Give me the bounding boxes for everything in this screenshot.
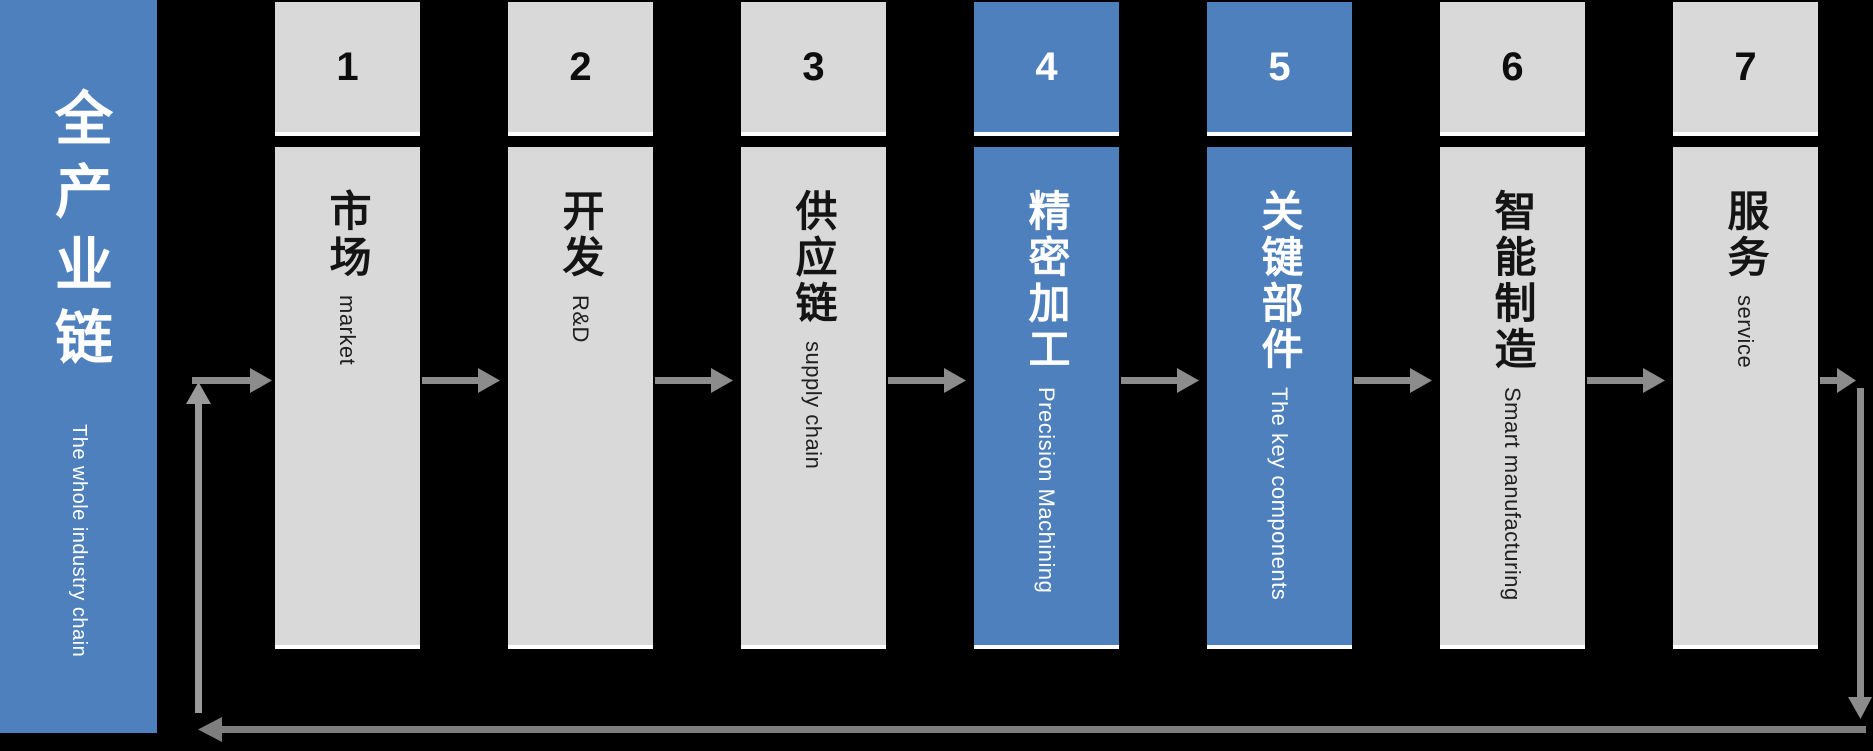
arrow-step-5-6	[1354, 368, 1432, 393]
step-label-cn: 服务	[1722, 189, 1769, 281]
step-column-4: 4 精密加工 Precision Machining	[974, 2, 1119, 649]
step-number: 2	[569, 44, 592, 89]
step-label-en: R&D	[568, 295, 593, 343]
step-number-box: 4	[974, 2, 1119, 136]
step-label-en: Precision Machining	[1034, 387, 1059, 594]
step-box-precision-machining: 精密加工 Precision Machining	[974, 147, 1119, 649]
arrow-step-4-5	[1121, 368, 1199, 393]
step-column-6: 6 智能制造 Smart manufacturing	[1440, 2, 1585, 649]
step-box-supply-chain: 供应链 supply chain	[741, 147, 886, 649]
step-number-box: 1	[275, 2, 420, 136]
step-box-key-components: 关键部件 The key components	[1207, 147, 1352, 649]
step-column-1: 1 市场 market	[275, 2, 420, 649]
step-label-en: market	[335, 295, 360, 366]
step-label-cn: 关键部件	[1256, 189, 1303, 373]
arrow-into-step-1	[192, 368, 272, 393]
step-column-3: 3 供应链 supply chain	[741, 2, 886, 649]
step-column-7: 7 服务 service	[1673, 2, 1818, 649]
step-label-cn: 智能制造	[1489, 189, 1536, 373]
step-number: 1	[336, 44, 359, 89]
step-label-cn: 精密加工	[1023, 189, 1070, 373]
step-label-cn: 供应链	[790, 189, 837, 327]
step-label-en: Smart manufacturing	[1500, 387, 1525, 601]
step-number: 6	[1501, 44, 1524, 89]
step-label-en: The key components	[1267, 387, 1292, 601]
arrow-loop-bottom	[198, 717, 1866, 742]
step-number-box: 7	[1673, 2, 1818, 136]
arrow-step-3-4	[888, 368, 966, 393]
arrow-loop-down	[1848, 388, 1872, 719]
step-number: 7	[1734, 44, 1757, 89]
step-number-box: 3	[741, 2, 886, 136]
arrow-step-6-7	[1587, 368, 1665, 393]
step-label-cn: 市场	[324, 189, 371, 281]
step-box-service: 服务 service	[1673, 147, 1818, 649]
step-box-rnd: 开发 R&D	[508, 147, 653, 649]
industry-chain-sidebar: 全产业链 The whole industry chain	[0, 0, 157, 733]
arrow-step-1-2	[422, 368, 500, 393]
step-number-box: 6	[1440, 2, 1585, 136]
arrow-out-of-step-7	[1820, 368, 1856, 393]
step-label-en: supply chain	[801, 341, 826, 470]
step-number: 4	[1035, 44, 1058, 89]
sidebar-title-cn: 全产业链	[46, 88, 111, 380]
step-box-smart-manufacturing: 智能制造 Smart manufacturing	[1440, 147, 1585, 649]
step-number: 3	[802, 44, 825, 89]
step-label-en: service	[1733, 295, 1758, 369]
arrow-step-2-3	[655, 368, 733, 393]
step-number-box: 2	[508, 2, 653, 136]
step-number-box: 5	[1207, 2, 1352, 136]
step-column-5: 5 关键部件 The key components	[1207, 2, 1352, 649]
step-column-2: 2 开发 R&D	[508, 2, 653, 649]
step-number: 5	[1268, 44, 1291, 89]
sidebar-title-en: The whole industry chain	[68, 424, 90, 658]
arrow-loop-up	[186, 382, 211, 713]
step-box-market: 市场 market	[275, 147, 420, 649]
step-label-cn: 开发	[557, 189, 604, 281]
